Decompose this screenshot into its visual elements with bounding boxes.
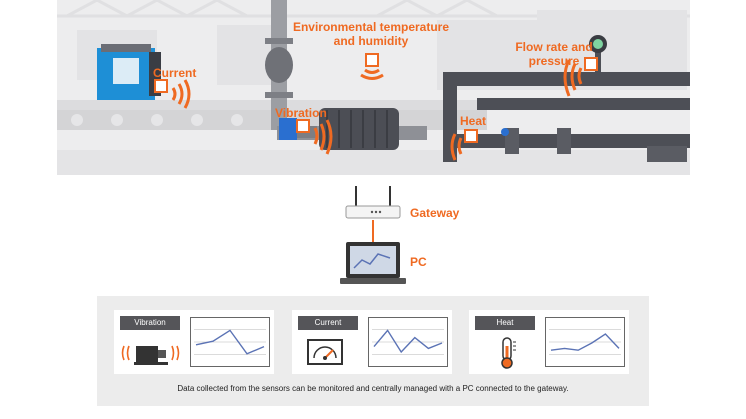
label-environment: Environmental temperature and humidity	[291, 20, 451, 48]
monitor-card-heat: Heat	[469, 310, 629, 374]
label-flow-line2: pressure	[528, 54, 580, 68]
heat-sensor-icon	[450, 129, 478, 161]
gauge-icon	[307, 339, 343, 365]
panel-caption: Data collected from the sensors can be m…	[177, 384, 569, 393]
card-label: Vibration	[120, 316, 180, 330]
label-environment-line1: Environmental temperature	[292, 20, 450, 34]
monitor-card-vibration: Vibration	[114, 310, 274, 374]
trend-line	[373, 329, 443, 354]
vibration-sensor-icon	[296, 119, 333, 155]
factory-illustration	[57, 0, 690, 175]
factory-scene	[57, 0, 690, 175]
card-label: Current	[298, 316, 358, 330]
label-vibration: Vibration	[275, 106, 327, 120]
label-gateway: Gateway	[410, 206, 460, 220]
environment-sensor-icon	[360, 53, 384, 80]
label-heat: Heat	[460, 114, 487, 128]
flow-sensor-icon	[563, 57, 598, 97]
motor-icon	[121, 345, 180, 365]
monitoring-panel: Vibration Current Heat	[97, 296, 649, 406]
trend-chart	[190, 317, 270, 367]
monitor-card-current: Current	[292, 310, 452, 374]
label-flow-line1: Flow rate and	[515, 40, 593, 54]
label-flow: Flow rate and pressure	[512, 40, 596, 68]
trend-chart	[545, 317, 625, 367]
label-environment-line2: and humidity	[333, 34, 409, 48]
current-sensor-icon	[154, 79, 191, 109]
trend-chart	[368, 317, 448, 367]
thermometer-icon	[501, 337, 516, 369]
gateway-pc-graphic	[340, 186, 406, 284]
trend-line	[550, 333, 620, 351]
trend-line	[195, 329, 265, 355]
label-current: Current	[153, 66, 197, 80]
label-pc: PC	[410, 255, 427, 269]
card-label: Heat	[475, 316, 535, 330]
